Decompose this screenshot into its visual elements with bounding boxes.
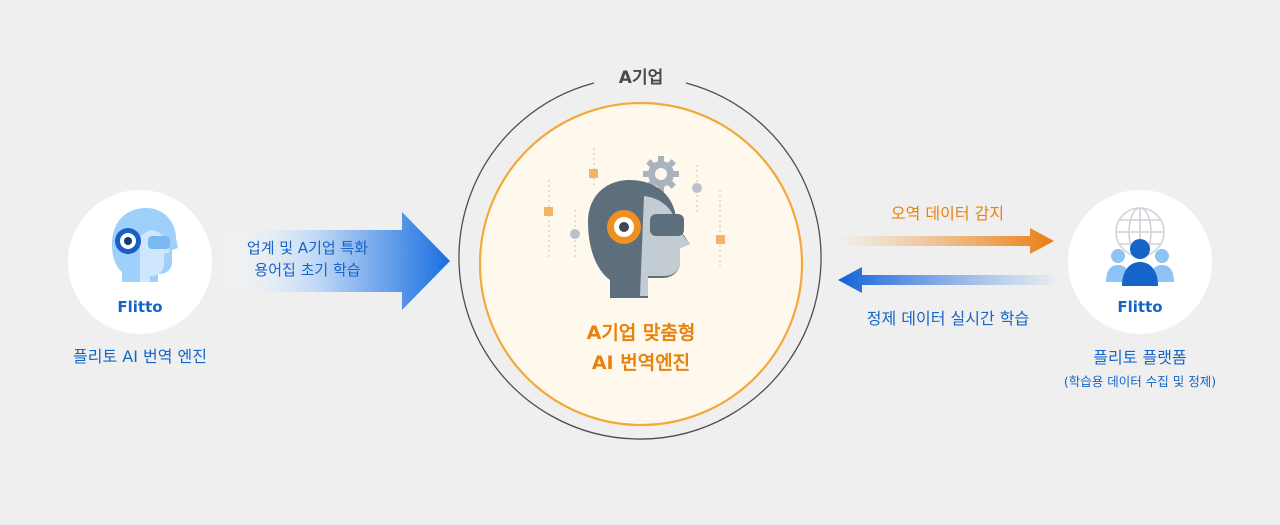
center-title: A기업 맞춤형 AI 번역엔진 [520, 318, 762, 378]
left-node-brand: Flitto [117, 298, 163, 316]
left-node-title: 플리토 AI 번역 엔진 [73, 347, 207, 366]
center-title-line2: AI 번역엔진 [591, 352, 691, 374]
right-node-brand: Flitto [1117, 298, 1163, 316]
robot-head-gear-icon [544, 148, 725, 298]
left-arrow-label: 업계 및 A기업 특화 용어집 초기 학습 [225, 237, 390, 281]
company-ring [458, 82, 822, 440]
right-node-subtitle: (학습용 데이터 수집 및 정제) [1063, 374, 1217, 389]
center-title-line1: A기업 맞춤형 [586, 322, 696, 344]
company-ring-label: A기업 [618, 68, 664, 88]
left-flow-arrow [218, 212, 450, 310]
ai-head-icon [112, 208, 178, 282]
learn-arrow [838, 267, 1062, 293]
left-arrow-label-line2: 용어집 초기 학습 [254, 261, 361, 279]
left-arrow-label-line1: 업계 및 A기업 특화 [246, 239, 369, 257]
right-node-title: 플리토 플랫폼 [1093, 348, 1187, 367]
users-globe-icon [1106, 207, 1174, 286]
learn-arrow-label: 정제 데이터 실시간 학습 [866, 309, 1030, 328]
detect-arrow-label: 오역 데이터 감지 [890, 204, 1005, 223]
detect-arrow [838, 228, 1054, 254]
